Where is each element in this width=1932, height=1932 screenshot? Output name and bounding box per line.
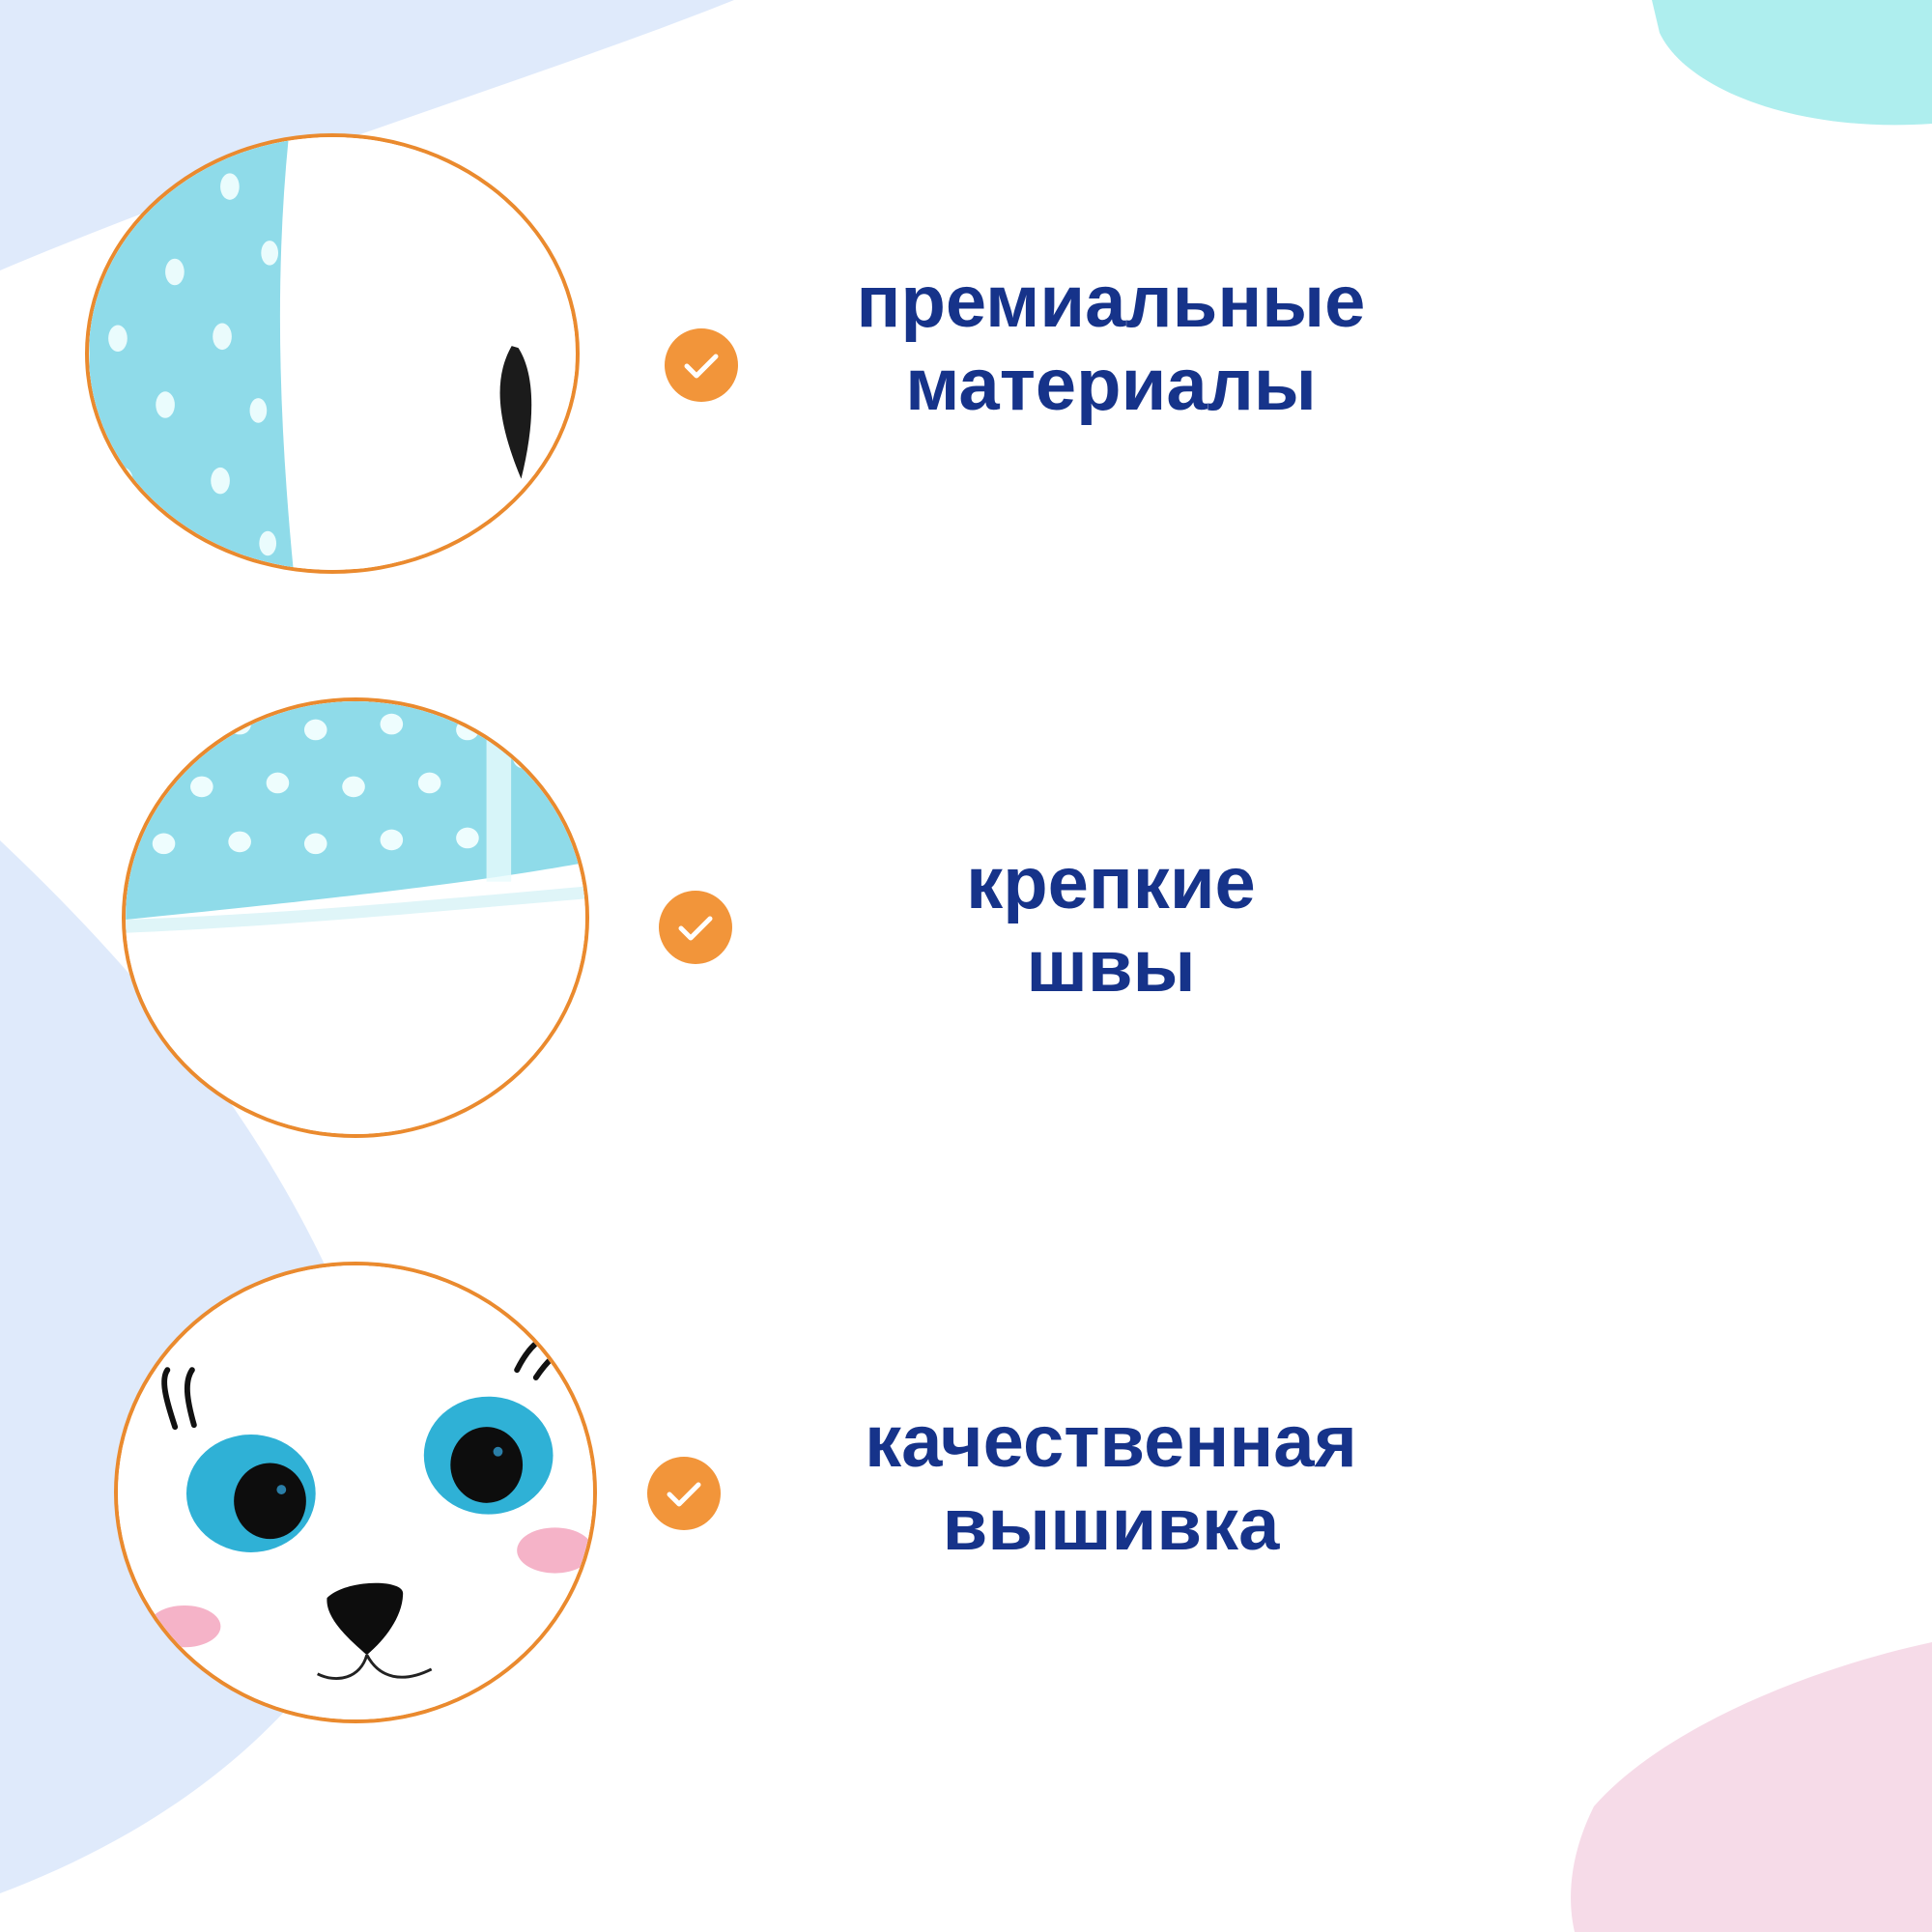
- feature-label: премиальные материалы: [811, 261, 1410, 427]
- feature-premium-materials: премиальные материалы: [0, 116, 1932, 618]
- checkmark-icon: [659, 891, 732, 964]
- top-right-mint-blob: [1652, 0, 1932, 126]
- polka-dot-fabric-illustration: [89, 137, 576, 570]
- feature-quality-embroidery: качественная вышивка: [0, 1246, 1932, 1748]
- embroidered-face-photo: [114, 1262, 597, 1723]
- checkmark-icon: [647, 1457, 721, 1530]
- feature-label-line1: крепкие: [966, 842, 1256, 924]
- feature-label-line1: качественная: [865, 1401, 1357, 1483]
- feature-label: крепкие швы: [811, 842, 1410, 1009]
- polka-dot-fabric-photo: [85, 133, 580, 574]
- feature-label-line2: швы: [1026, 925, 1196, 1008]
- feature-label: качественная вышивка: [811, 1401, 1410, 1567]
- feature-strong-seams: крепкие швы: [0, 676, 1932, 1179]
- embroidered-face-illustration: [118, 1265, 593, 1719]
- feature-label-line2: материалы: [905, 344, 1317, 426]
- fabric-seam-illustration: [126, 701, 585, 1134]
- fabric-seam-photo: [122, 697, 589, 1138]
- bottom-right-pink-blob: [1571, 1642, 1932, 1932]
- checkmark-icon: [665, 328, 738, 402]
- feature-label-line1: премиальные: [856, 261, 1366, 343]
- feature-label-line2: вышивка: [942, 1484, 1280, 1566]
- top-left-blue-blob: [0, 0, 734, 270]
